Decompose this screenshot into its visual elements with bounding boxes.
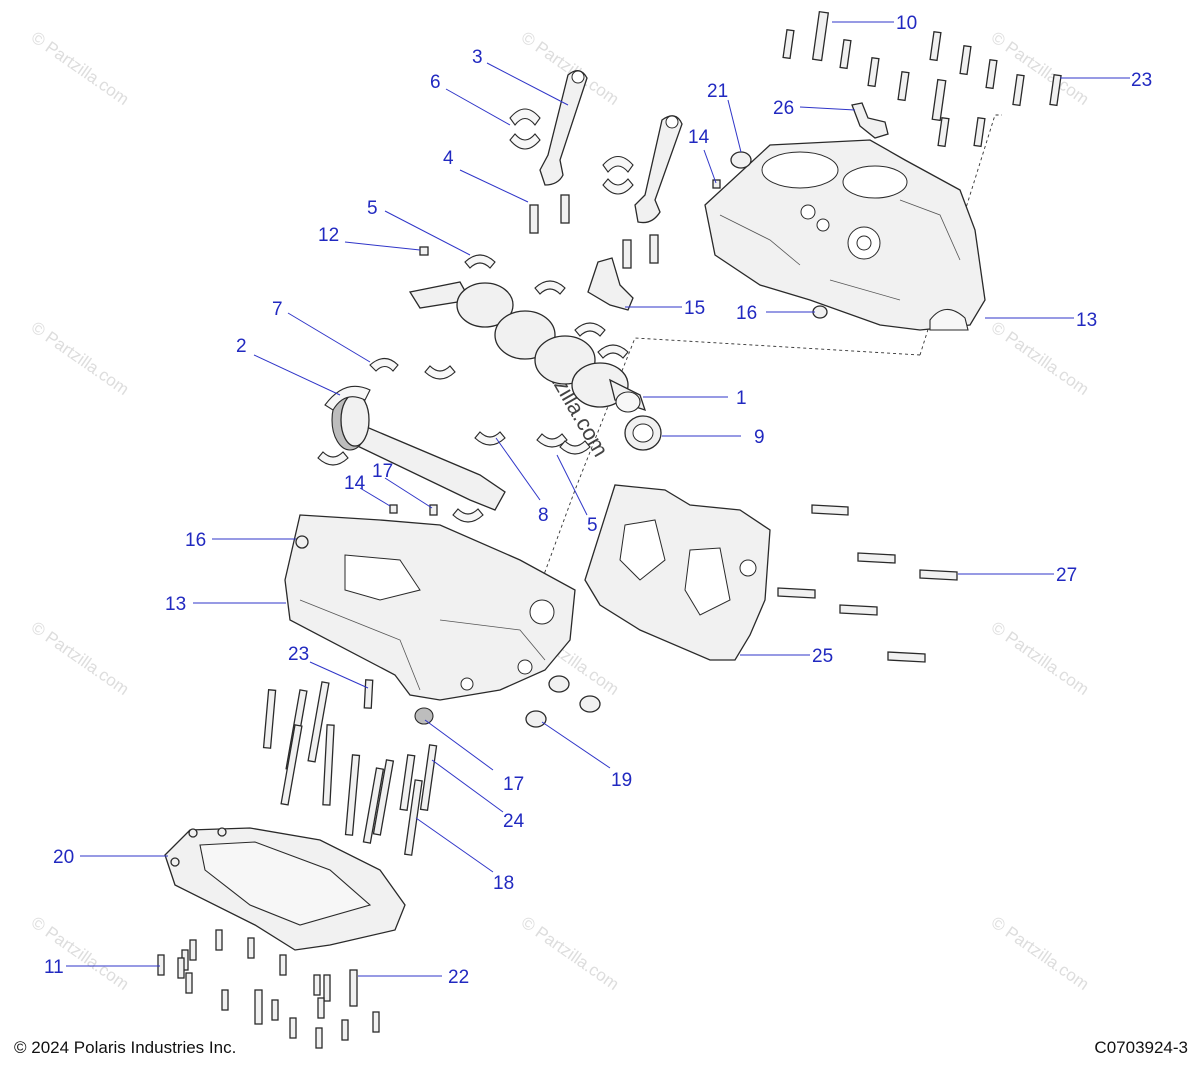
figure-code: C0703924-3 [1094, 1038, 1188, 1057]
watermark: © Partzilla.com [988, 618, 1093, 699]
callout-11: 11 [44, 957, 64, 978]
callout-2: 2 [236, 336, 247, 357]
watermark: © Partzilla.com [28, 28, 133, 109]
oil-pan [164, 827, 406, 951]
callout-5: 5 [367, 198, 378, 219]
watermark: © Partzilla.com [988, 28, 1093, 109]
callout-13: 13 [1076, 310, 1097, 331]
callout-20: 20 [53, 847, 74, 868]
callout-13: 13 [165, 594, 186, 615]
plug [730, 151, 752, 169]
oil-pan-bolts [157, 929, 380, 1049]
sensor [851, 102, 889, 139]
copyright-text: © 2024 Polaris Industries Inc. [14, 1038, 237, 1057]
callouts: 1 2 3 4 5 5 6 7 8 9 10 11 12 13 13 14 14… [44, 13, 1152, 988]
callout-17: 17 [503, 774, 524, 795]
callout-22: 22 [448, 967, 469, 988]
callout-23: 23 [288, 644, 309, 665]
leader-lines [66, 21, 1130, 977]
balance-shaft [317, 357, 506, 523]
callout-5: 5 [587, 515, 598, 536]
callout-1: 1 [736, 388, 747, 409]
upper-crankcase [704, 139, 986, 331]
crankshaft-seal [624, 415, 662, 451]
callout-18: 18 [493, 873, 514, 894]
callout-25: 25 [812, 646, 833, 667]
main-bearing-shells [424, 254, 629, 455]
callout-8: 8 [538, 505, 549, 526]
callout-19: 19 [611, 770, 632, 791]
callout-14: 14 [344, 473, 366, 494]
callout-10: 10 [896, 13, 917, 34]
bearing-shell [509, 108, 634, 195]
dowel-pins [389, 179, 721, 516]
callout-21: 21 [707, 81, 728, 102]
watermark: © Partzilla.com [988, 913, 1093, 994]
callout-24: 24 [503, 811, 525, 832]
bearing-support [584, 484, 771, 661]
connecting-rod [539, 70, 588, 186]
connecting-rod [634, 115, 683, 224]
watermark: © Partzilla.com [28, 618, 133, 699]
watermark: © Partzilla.com [28, 913, 133, 994]
nuts [525, 675, 601, 728]
callout-6: 6 [430, 72, 441, 93]
callout-14: 14 [688, 127, 710, 148]
callout-23: 23 [1131, 70, 1152, 91]
plug-16-right [812, 305, 828, 319]
callout-3: 3 [472, 47, 483, 68]
callout-12: 12 [318, 225, 339, 246]
callout-16: 16 [736, 303, 757, 324]
callout-16: 16 [185, 530, 206, 551]
callout-4: 4 [443, 148, 454, 169]
lower-crankcase [284, 514, 576, 701]
crankshaft [408, 281, 647, 413]
oil-guard [587, 257, 634, 311]
alignment-lines [541, 114, 1002, 581]
upper-case-bolts [782, 10, 1062, 148]
watermark: © Partzilla.com [28, 318, 133, 399]
callout-26: 26 [773, 98, 794, 119]
callout-15: 15 [684, 298, 705, 319]
watermark: © Partzilla.com [518, 913, 623, 994]
callout-7: 7 [272, 299, 283, 320]
rod-bolts [529, 194, 659, 269]
callout-17: 17 [372, 461, 393, 482]
crankcase-bolts [262, 679, 438, 856]
callout-27: 27 [1056, 565, 1077, 586]
drain-plug [414, 707, 434, 725]
support-bolts [777, 504, 958, 663]
callout-9: 9 [754, 427, 765, 448]
